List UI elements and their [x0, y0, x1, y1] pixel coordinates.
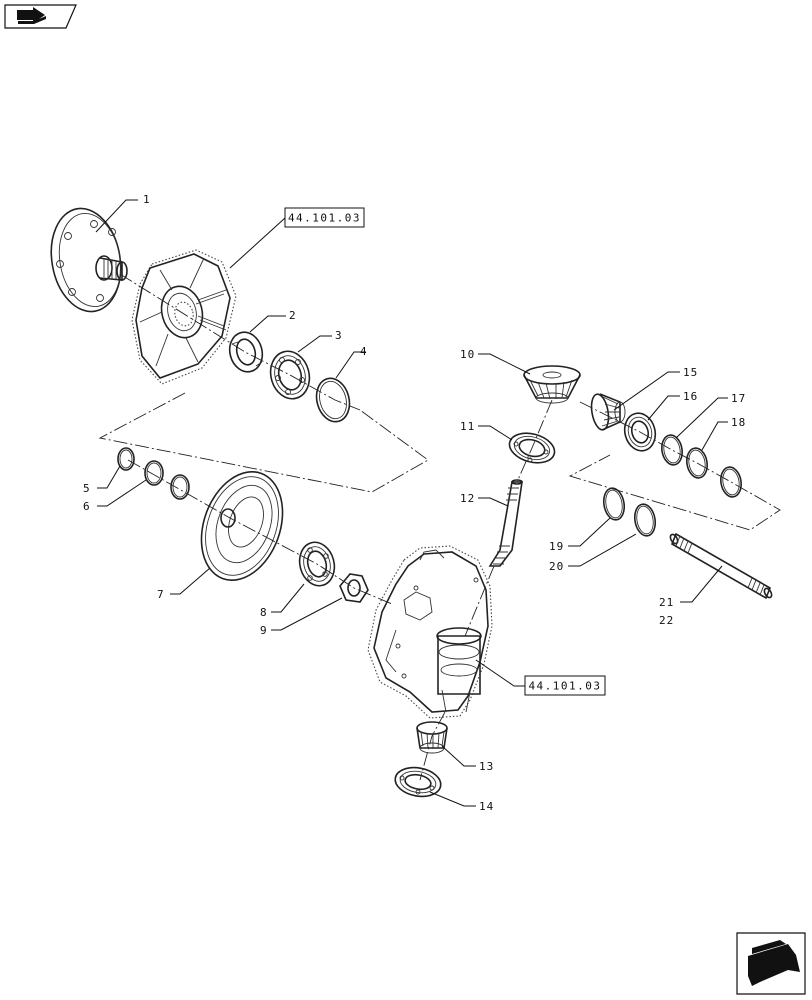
bevel-gear-part-15 — [590, 393, 626, 431]
snap-rings-part-17-18 — [661, 434, 742, 498]
callout-16: 16 — [683, 390, 698, 403]
flange-part — [50, 207, 128, 313]
upper-axis-link — [98, 392, 429, 493]
callout-1: 1 — [143, 193, 151, 206]
callout-20: 20 — [549, 560, 564, 573]
pinion-part-13 — [416, 721, 448, 754]
bearing-part-3 — [269, 350, 311, 400]
upper-axis — [119, 273, 361, 411]
callout-5: 5 — [83, 482, 91, 495]
reference-box-lower[interactable]: 44.101.03 — [524, 675, 606, 696]
output-shaft-part-21-22 — [669, 532, 773, 600]
callout-15: 15 — [683, 366, 698, 379]
nut-part-9 — [339, 573, 369, 603]
svg-text:44.101.03: 44.101.03 — [528, 680, 601, 693]
snap-ring-part-4 — [315, 377, 351, 423]
callout-2: 2 — [289, 309, 297, 322]
bearing-part-11 — [508, 432, 556, 464]
callout-12: 12 — [460, 492, 475, 505]
callout-6: 6 — [83, 500, 91, 513]
shaft-part-12 — [488, 479, 523, 567]
callout-labels: 1 2 3 4 5 6 7 8 9 10 11 12 13 14 15 16 1… — [83, 193, 746, 813]
middle-axis — [127, 459, 393, 605]
housing-cover-part — [131, 249, 237, 385]
callout-18: 18 — [731, 416, 746, 429]
callout-4: 4 — [360, 345, 368, 358]
right-axis — [568, 401, 781, 531]
seal-part — [228, 331, 264, 373]
lower-axis — [419, 711, 446, 781]
svg-text:44.101.03: 44.101.03 — [288, 212, 361, 225]
callout-9: 9 — [260, 624, 268, 637]
snap-rings-part-19-20 — [602, 487, 657, 537]
callout-13: 13 — [479, 760, 494, 773]
callout-22: 22 — [659, 614, 674, 627]
gearbox-housing — [367, 545, 493, 719]
bearing-part-14 — [394, 766, 442, 798]
pulley-part-7 — [200, 470, 284, 582]
callout-7: 7 — [157, 588, 165, 601]
bevel-gear-part-10 — [523, 365, 581, 404]
page-turn-arrow-icon[interactable] — [736, 932, 806, 995]
bearing-part-8 — [298, 541, 336, 587]
reference-box-upper[interactable]: 44.101.03 — [284, 207, 365, 228]
snap-rings-part-5-6 — [117, 447, 190, 500]
leader-lines — [95, 199, 728, 807]
callout-3: 3 — [335, 329, 343, 342]
callout-8: 8 — [260, 606, 268, 619]
callout-19: 19 — [549, 540, 564, 553]
callout-14: 14 — [479, 800, 494, 813]
book-arrow-icon[interactable] — [4, 4, 77, 29]
callout-21: 21 — [659, 596, 674, 609]
vertical-axis — [464, 399, 553, 637]
callout-10: 10 — [460, 348, 475, 361]
bearing-part-16 — [623, 412, 657, 452]
callout-17: 17 — [731, 392, 746, 405]
callout-11: 11 — [460, 420, 475, 433]
